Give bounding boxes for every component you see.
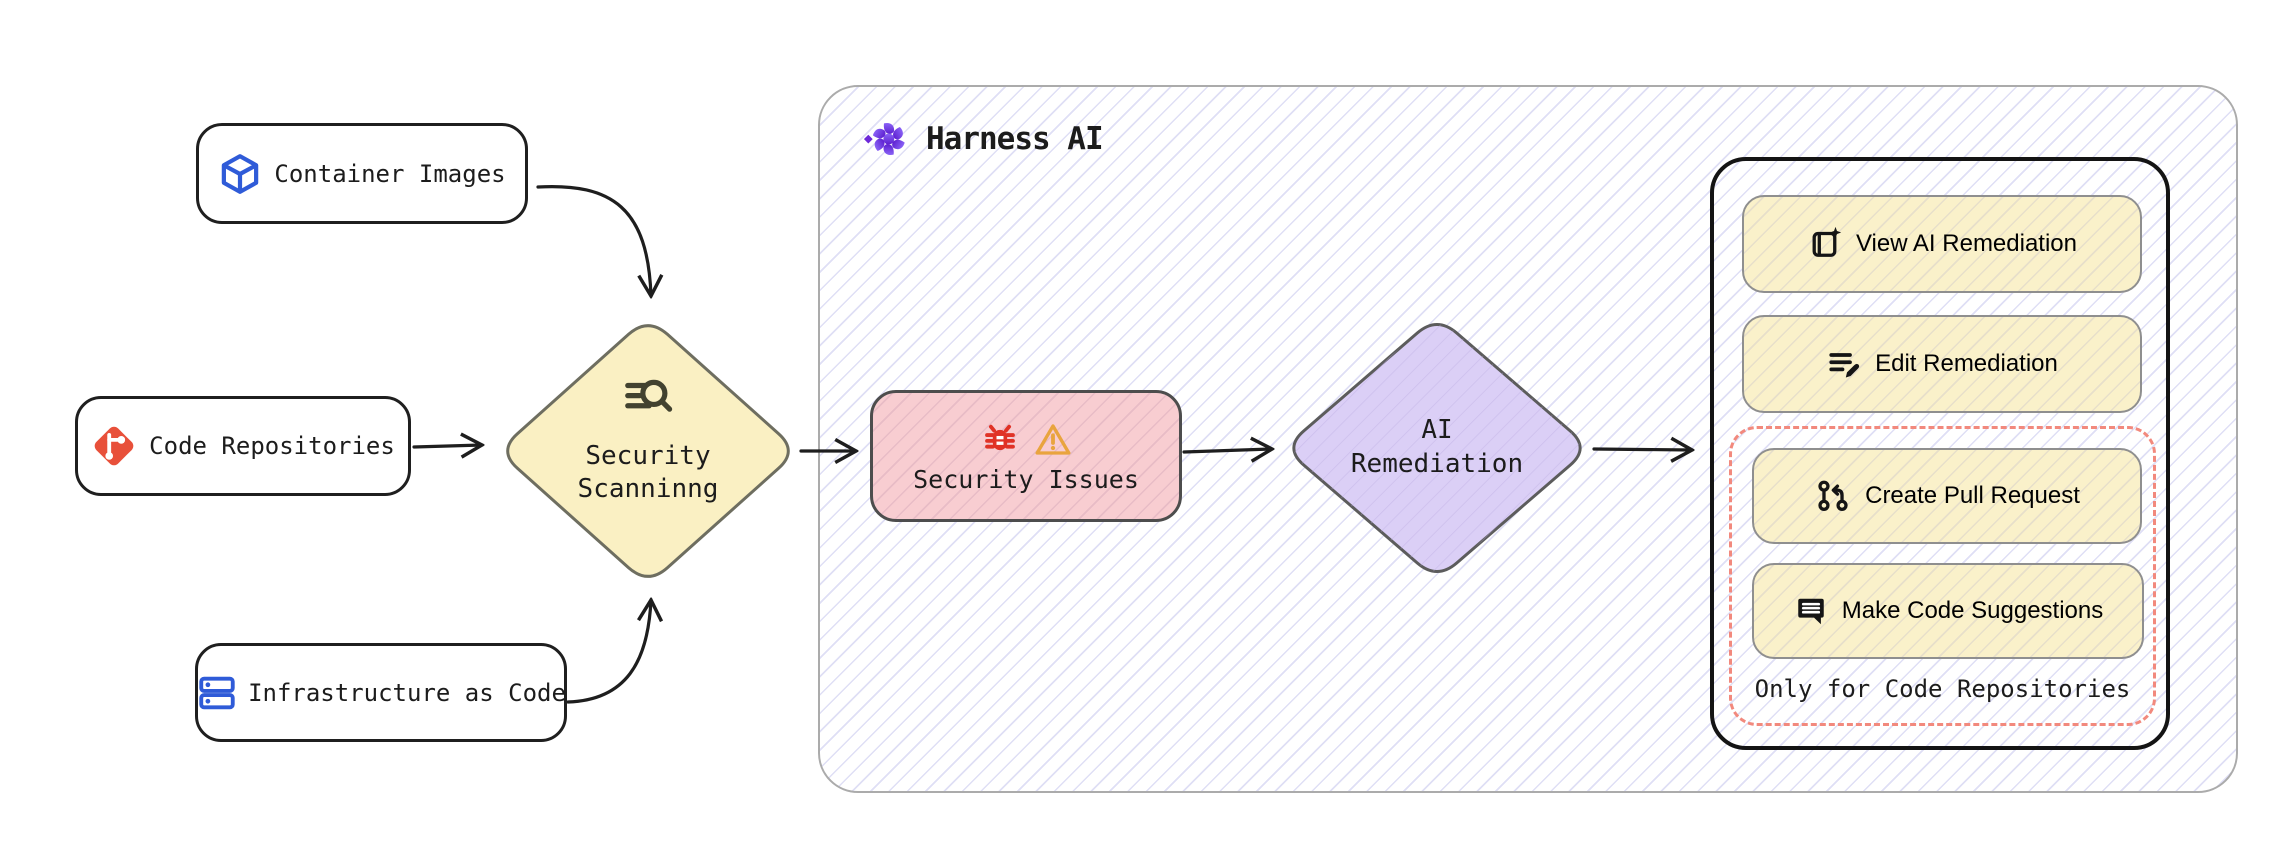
edit-remediation-icon [1829,353,1860,378]
scan-search-icon [625,379,673,412]
create-pull-request-button[interactable]: Create Pull Request [1752,448,2142,544]
code-repositories-label: Code Repositories [149,432,395,460]
container-images-label: Container Images [274,159,506,188]
code-repo-only-group: Create Pull Request Make Code Suggestion… [1729,426,2156,726]
arrow-ai-remediation-to-actions [1592,449,1692,450]
view-ai-remediation-label: View AI Remediation [1855,230,2077,257]
ai-remediation-label: AI Remediation [1350,415,1524,479]
arrow-container-images-to-scanner [536,184,651,296]
container-images-node: Container Images [196,123,528,224]
infrastructure-as-code-label: Infrastructure as Code [248,678,566,707]
warning-icon [1035,423,1071,455]
harness-ai-title: Harness AI [926,121,1104,157]
remediation-actions-panel: View AI Remediation Edit Remediation [1710,157,2170,750]
make-code-suggestions-button[interactable]: Make Code Suggestions [1752,563,2144,659]
security-issues-label: Security Issues [913,464,1139,494]
pull-request-icon [1818,480,1848,511]
create-pull-request-label: Create Pull Request [1865,482,2080,509]
arrow-security-issues-to-ai-remediation [1182,449,1272,452]
cube-icon [222,153,259,194]
harness-ai-header: Harness AI [864,115,1104,163]
bug-icon [985,424,1015,450]
arrow-code-repositories-to-scanner [412,445,482,447]
make-code-suggestions-label: Make Code Suggestions [1841,597,2104,624]
infrastructure-as-code-node: Infrastructure as Code [195,643,567,742]
security-issues-node: Security Issues [870,390,1182,522]
security-scanning-diamond [506,324,790,578]
git-icon [94,426,134,466]
edit-remediation-button[interactable]: Edit Remediation [1742,315,2142,413]
server-stack-icon [199,676,235,709]
arrow-iac-to-scanner [566,600,651,704]
edit-remediation-label: Edit Remediation [1875,350,2058,377]
harness-logo-icon [864,123,905,155]
repo-only-note: Only for Code Repositories [1754,675,2131,703]
view-remediation-icon [1812,226,1842,257]
code-repositories-node: Code Repositories [75,396,411,496]
security-scanning-label: Security Scanninng [577,441,719,504]
code-suggestions-icon [1798,598,1824,625]
view-ai-remediation-button[interactable]: View AI Remediation [1742,195,2142,293]
